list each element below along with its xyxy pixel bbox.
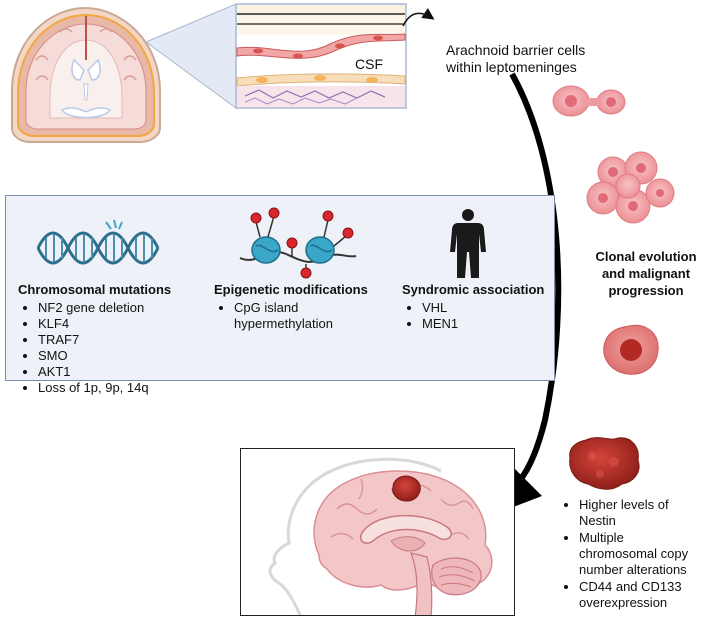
list-item: MEN1 xyxy=(422,316,544,332)
column-title: Epigenetic modifications xyxy=(214,282,368,297)
cell-cluster xyxy=(586,151,675,224)
coronal-brain-section xyxy=(10,6,162,143)
arachnoid-label-line-2: within leptomeninges xyxy=(446,59,577,75)
clonal-line-3: progression xyxy=(608,283,684,298)
sagittal-brain-illustration xyxy=(268,457,493,615)
list-item: KLF4 xyxy=(38,316,171,332)
list-item: CpG island hypermethylation xyxy=(234,300,349,332)
list-item: NF2 gene deletion xyxy=(38,300,171,316)
column-title: Syndromic association xyxy=(402,282,545,297)
syndromic-association-column: Syndromic association VHL MEN1 xyxy=(402,282,544,332)
list-item: Multiple chromosomal copy number alterat… xyxy=(579,530,705,578)
list-item: TRAF7 xyxy=(38,332,171,348)
list-item: VHL xyxy=(422,300,544,316)
dividing-cell-pair xyxy=(552,85,626,117)
clonal-line-2: and malignant xyxy=(601,266,691,281)
pointer-arrow xyxy=(402,8,435,27)
atypical-cell xyxy=(603,324,659,375)
human-silhouette-icon xyxy=(450,209,486,278)
brain-sagittal-box xyxy=(240,448,515,616)
list-item: AKT1 xyxy=(38,364,171,380)
column-title: Chromosomal mutations xyxy=(18,282,172,297)
list-item: Higher levels of Nestin xyxy=(579,497,679,529)
malignant-tumor xyxy=(569,437,640,490)
epigenetic-modifications-column: Epigenetic modifications CpG island hype… xyxy=(214,282,384,332)
csf-label: CSF xyxy=(355,56,383,72)
list-item: Loss of 1p, 9p, 14q xyxy=(38,380,171,396)
list-item: CD44 and CD133 overexpression xyxy=(579,579,689,611)
etiology-panel: Chromosomal mutations NF2 gene deletion … xyxy=(5,195,555,395)
nucleosome-icon xyxy=(239,207,357,279)
meninges-layers xyxy=(235,3,407,109)
clonal-line-1: Clonal evolution xyxy=(595,249,697,264)
tumor-on-brain xyxy=(392,475,421,502)
dna-helix-icon xyxy=(36,219,160,265)
tumor-features-list: Higher levels of Nestin Multiple chromos… xyxy=(563,497,705,612)
chromosomal-mutations-column: Chromosomal mutations NF2 gene deletion … xyxy=(18,282,171,396)
clonal-evolution-label: Clonal evolution and malignant progressi… xyxy=(584,248,708,299)
arachnoid-label-line-1: Arachnoid barrier cells xyxy=(446,42,586,58)
list-item: SMO xyxy=(38,348,171,364)
